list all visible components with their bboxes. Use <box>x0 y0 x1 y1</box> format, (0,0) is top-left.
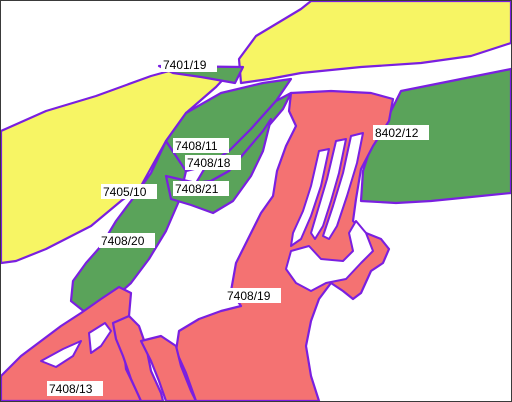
label-7401-19: 7401/19 <box>161 57 217 72</box>
label-7408-19: 7408/19 <box>225 288 281 303</box>
svg-text:7401/19: 7401/19 <box>163 58 207 72</box>
svg-text:7408/21: 7408/21 <box>175 182 219 196</box>
label-7408-13: 7408/13 <box>47 381 103 396</box>
svg-text:7408/19: 7408/19 <box>227 289 271 303</box>
channel-2 <box>310 138 347 240</box>
parcel-yellow-northeast[interactable] <box>237 1 511 85</box>
svg-text:7405/10: 7405/10 <box>103 185 147 199</box>
label-8402-12: 8402/12 <box>373 125 429 140</box>
svg-text:8402/12: 8402/12 <box>375 126 419 140</box>
gap-sw-1 <box>40 340 82 368</box>
label-7408-11: 7408/11 <box>173 138 229 153</box>
label-7408-20: 7408/20 <box>99 233 155 248</box>
svg-text:7408/13: 7408/13 <box>49 382 93 396</box>
label-7408-18: 7408/18 <box>185 155 241 170</box>
svg-text:7408/18: 7408/18 <box>187 156 231 170</box>
parcel-salmon-south-2[interactable] <box>139 334 198 401</box>
channel-3 <box>322 132 364 240</box>
label-7405-10: 7405/10 <box>101 184 157 199</box>
svg-text:7408/20: 7408/20 <box>101 234 145 248</box>
svg-text:7408/11: 7408/11 <box>175 139 218 153</box>
channel-1 <box>290 148 330 247</box>
parcel-7408-20[interactable] <box>69 139 188 315</box>
water-inlet <box>285 220 374 292</box>
label-7408-21: 7408/21 <box>173 181 229 196</box>
parcel-salmon-south-1[interactable] <box>111 314 165 401</box>
gap-sw-2 <box>88 322 112 354</box>
parcel-7408-13[interactable] <box>1 285 143 401</box>
